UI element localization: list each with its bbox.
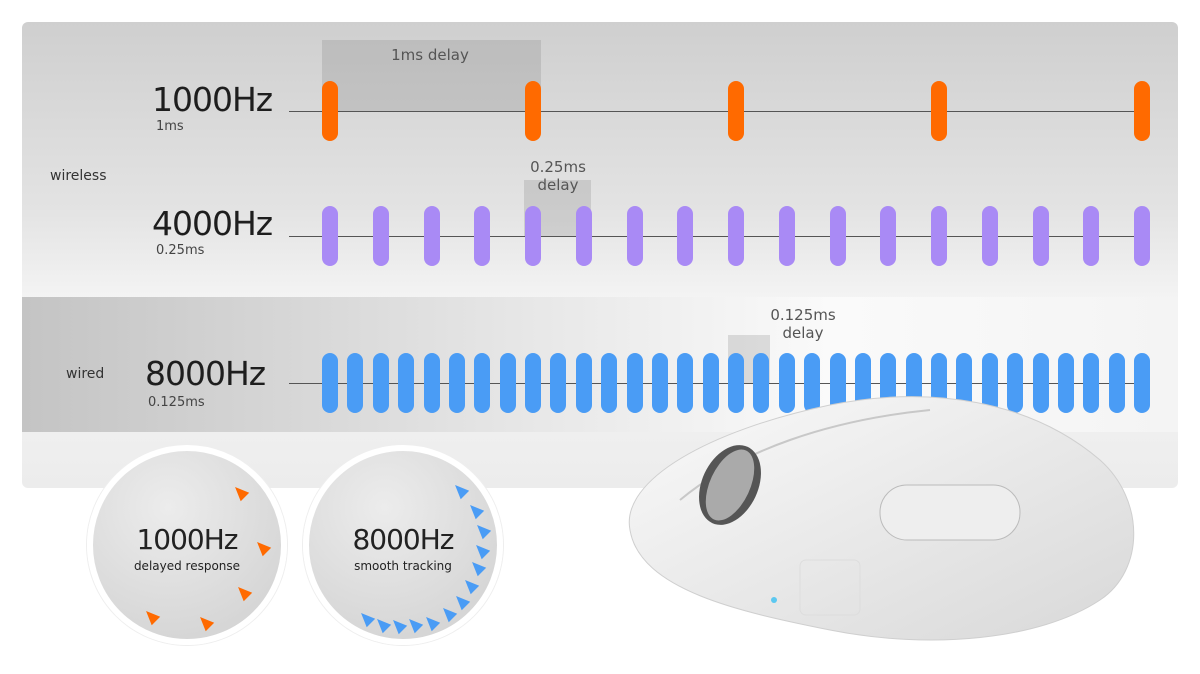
poll-bar [931,206,947,266]
poll-bar [398,353,415,413]
poll-bar [728,353,744,413]
poll-bar [829,206,846,266]
circle-subtitle: smooth tracking [354,559,452,573]
poll-bar [1134,206,1150,266]
poll-bar [601,353,618,413]
poll-bar [423,353,440,413]
poll-bar [372,353,389,413]
mouse-image [628,396,1135,641]
poll-bar [1108,353,1125,413]
poll-bar [931,81,947,141]
poll-bar [322,206,338,266]
timeline-axis [289,111,1142,112]
poll-bar [525,206,541,266]
poll-bar [499,353,516,413]
poll-bar [474,206,491,266]
circle-8000hz: 8000Hz smooth tracking [303,445,503,645]
poll-bar [423,206,440,266]
delay-value: 0.125ms [770,306,836,324]
delay-word: delay [782,324,824,342]
poll-bar [1032,353,1049,413]
poll-bar [322,353,338,413]
interval-0125ms: 0.125ms [148,395,205,410]
circle-1000hz: 1000Hz delayed response [87,445,287,645]
poll-bar [1032,206,1049,266]
poll-bar [956,353,973,413]
poll-bar [804,353,821,413]
rate-8000-label: 8000Hz [145,354,266,393]
poll-bar [854,353,871,413]
poll-bar [550,353,567,413]
poll-bar [829,353,846,413]
poll-bar [626,353,643,413]
poll-bar [1057,353,1074,413]
delay-value: 0.25ms [530,158,586,176]
poll-bar [1007,353,1024,413]
circle-title: 8000Hz [352,523,454,556]
timeline-axis [289,236,1142,237]
poll-bar [525,81,541,141]
poll-bar [753,353,770,413]
poll-bar [728,206,744,266]
circle-subtitle: delayed response [133,559,241,573]
delay-1ms-label: 1ms delay [391,46,469,64]
poll-bar [322,81,338,141]
rate-1000-label: 1000Hz [152,80,273,119]
wired-label: wired [66,366,105,382]
poll-bar [474,353,491,413]
poll-bar [575,206,592,266]
poll-bar [677,206,694,266]
poll-bar [372,206,389,266]
poll-bar [448,353,465,413]
poll-bar [1134,353,1150,413]
poll-bar [1083,353,1100,413]
poll-bar [728,81,744,141]
poll-bar [1083,206,1100,266]
poll-bar [575,353,592,413]
poll-bar [651,353,668,413]
delay-word: delay [537,176,579,194]
rate-4000-label: 4000Hz [152,204,273,243]
interval-025ms: 0.25ms [156,243,205,258]
delay-shade-1ms [322,40,541,112]
poll-bar [778,353,795,413]
circle-title: 1000Hz [136,523,238,556]
poll-bar [525,353,541,413]
poll-bar [1134,81,1150,141]
poll-bar [778,206,795,266]
poll-bar [880,206,897,266]
poll-bar [702,353,719,413]
poll-bar [626,206,643,266]
wireless-label: wireless [50,168,107,184]
poll-bar [677,353,694,413]
interval-1ms: 1ms [156,119,184,134]
poll-bar [347,353,364,413]
poll-bar [981,206,998,266]
poll-bar [981,353,998,413]
